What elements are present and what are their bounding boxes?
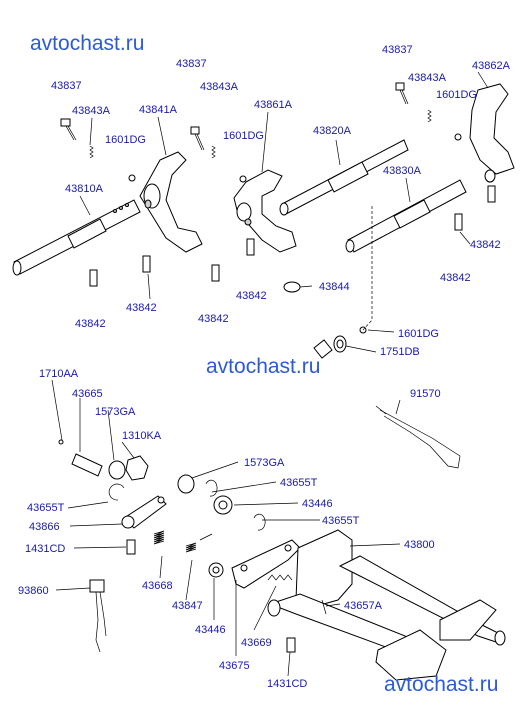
part-label: 43655T — [27, 502, 65, 514]
part-label: 43842 — [440, 272, 471, 284]
shift-fork-43861a — [233, 169, 297, 253]
part-label: 43861A — [254, 99, 292, 111]
selector-assembly-43800 — [267, 529, 506, 681]
part-label: 43657A — [344, 600, 382, 612]
shift-rod-43820a — [279, 139, 409, 216]
pin-1431cd — [126, 539, 136, 555]
part-label: 1573GA — [95, 406, 136, 418]
spring-43669 — [267, 574, 293, 581]
watermark-top: avtochast.ru — [30, 32, 145, 55]
leader-lines-bottom — [51, 379, 401, 677]
part-label: 1601DG — [223, 130, 264, 142]
part-label: 43655T — [280, 477, 318, 489]
bolt-set — [60, 82, 409, 151]
part-label: 43866 — [29, 521, 60, 533]
ring-set — [108, 479, 266, 531]
part-label: 1573GA — [244, 457, 285, 469]
part-label: 1601DG — [398, 328, 439, 340]
part-label: 91570 — [410, 388, 441, 400]
part-label: 43844 — [319, 281, 350, 293]
part-label: 43843A — [72, 105, 110, 117]
collar-1573ga-2 — [177, 474, 195, 494]
collar-1573ga — [108, 460, 126, 480]
spring-set — [89, 109, 432, 159]
part-label: 1431CD — [267, 678, 308, 690]
part-label: 43842 — [470, 239, 501, 251]
part-label: 1710AA — [39, 368, 79, 380]
shaft-43665 — [58, 398, 103, 477]
shift-rod-43830a — [345, 179, 467, 253]
part-label: 43655T — [322, 515, 360, 527]
guide-line — [362, 206, 373, 331]
part-label: 43665 — [72, 388, 103, 400]
shift-fork-43841a — [139, 151, 203, 253]
part-label: 43843A — [408, 72, 446, 84]
part-label: 43842 — [126, 302, 157, 314]
part-label: 1601DG — [436, 89, 477, 101]
pin-43657a — [321, 599, 327, 615]
part-label: 43810A — [65, 183, 103, 195]
part-label: 1601DG — [105, 134, 146, 146]
part-label: 43669 — [241, 637, 272, 649]
spring-43847 — [185, 533, 213, 553]
switch-93860 — [89, 579, 107, 653]
lever-43866 — [121, 495, 167, 529]
watermark-middle: avtochast.ru — [206, 355, 321, 378]
shift-fork-43862a — [469, 83, 515, 183]
part-label: 43668 — [142, 580, 173, 592]
nut-1310ka — [125, 455, 149, 481]
spring-43668 — [153, 530, 165, 545]
part-label: 43841A — [139, 104, 177, 116]
pin-1431cd-2 — [286, 637, 296, 653]
leader-lines-top — [79, 71, 489, 353]
part-label: 43675 — [219, 660, 250, 672]
part-label: 43446 — [195, 624, 226, 636]
cable-91570 — [375, 405, 461, 469]
plug-1751db — [313, 335, 347, 359]
part-label: 43843A — [200, 81, 238, 93]
pin-set — [89, 185, 496, 287]
part-label: 43842 — [75, 318, 106, 330]
part-label: 43842 — [236, 290, 267, 302]
part-label: 43830A — [383, 165, 421, 177]
part-label: 43446 — [302, 498, 333, 510]
part-label: 43837 — [176, 58, 207, 70]
plate-43675 — [231, 539, 301, 589]
part-label: 1431CD — [25, 543, 66, 555]
ball-set — [128, 133, 462, 334]
part-label: 43837 — [382, 44, 413, 56]
part-43844 — [283, 281, 301, 293]
part-label: 43837 — [51, 80, 82, 92]
part-label: 43820A — [313, 125, 351, 137]
part-label: 43847 — [172, 600, 203, 612]
part-label: 43862A — [472, 60, 510, 72]
part-label: 1310KA — [122, 430, 162, 442]
part-label: 43842 — [198, 313, 229, 325]
part-label: 93860 — [18, 585, 49, 597]
part-label: 1751DB — [380, 346, 420, 358]
watermark-bottom: avtochast.ru — [384, 673, 499, 696]
part-label: 43800 — [404, 539, 435, 551]
shift-rod-43810a — [12, 199, 141, 276]
